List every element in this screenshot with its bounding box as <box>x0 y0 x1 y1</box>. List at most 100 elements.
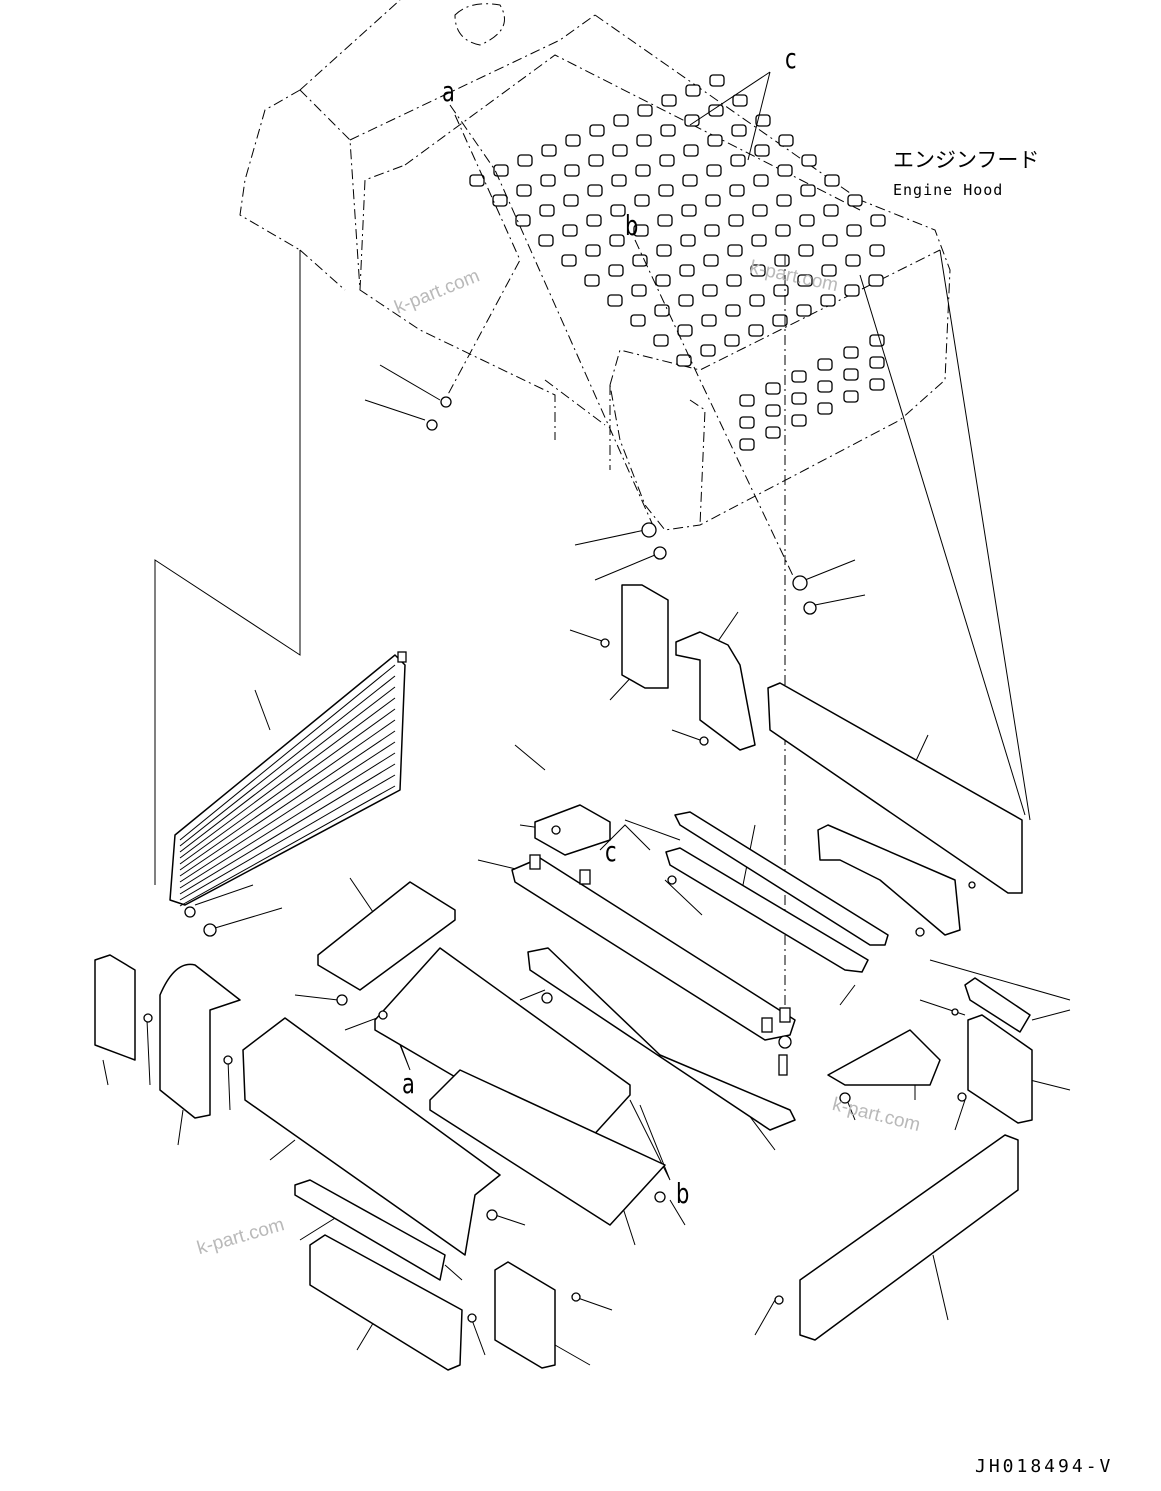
grille-slat <box>179 785 396 907</box>
vent-hole <box>682 174 698 187</box>
vent-hole <box>796 304 812 317</box>
vent-hole <box>777 164 793 177</box>
vent-hole <box>656 244 672 257</box>
vent-hole <box>659 154 675 167</box>
vent-hole <box>587 184 603 197</box>
vent-hole <box>564 164 580 177</box>
vent-hole <box>772 314 788 327</box>
vent-hole <box>661 94 677 107</box>
vent-hole <box>843 346 859 359</box>
vent-hole <box>817 380 833 393</box>
hood-vent-pattern <box>469 74 886 451</box>
vent-hole <box>765 382 781 395</box>
vent-hole <box>701 314 717 327</box>
vent-hole <box>732 94 748 107</box>
vent-hole <box>791 414 807 427</box>
vent-hole <box>632 254 648 267</box>
vent-hole <box>749 294 765 307</box>
vent-hole <box>609 234 625 247</box>
sound-insulation-parts <box>94 584 1033 1371</box>
vent-hole <box>791 370 807 383</box>
vent-hole <box>775 224 791 237</box>
vent-hole <box>492 194 508 207</box>
vent-hole <box>706 164 722 177</box>
fasteners <box>143 396 976 1323</box>
vent-hole <box>679 264 695 277</box>
vent-hole <box>538 234 554 247</box>
vent-hole <box>800 184 816 197</box>
vent-hole <box>748 324 764 337</box>
vent-hole <box>658 184 674 197</box>
vent-hole <box>635 164 651 177</box>
vent-hole <box>517 154 533 167</box>
grille-slat <box>179 752 396 889</box>
vent-hole <box>660 124 676 137</box>
grille-slat <box>179 697 396 859</box>
grille-slat <box>179 686 396 853</box>
side-grille <box>169 651 407 907</box>
vent-hole <box>562 224 578 237</box>
vent-hole <box>739 394 755 407</box>
engine-hood-assembly <box>239 0 951 655</box>
vent-hole <box>469 174 485 187</box>
vent-hole <box>798 244 814 257</box>
vent-hole <box>610 204 626 217</box>
vent-hole <box>685 84 701 97</box>
grille-slat <box>179 708 396 865</box>
vent-hole <box>750 264 766 277</box>
vent-hole <box>705 194 721 207</box>
vent-hole <box>821 264 837 277</box>
vent-hole <box>725 304 741 317</box>
vent-hole <box>677 324 693 337</box>
vent-hole <box>765 426 781 439</box>
drawing-code: JH018494-V <box>975 1456 1114 1477</box>
vent-hole <box>801 154 817 167</box>
vent-hole <box>773 284 789 297</box>
vent-hole <box>631 284 647 297</box>
vent-hole <box>637 104 653 117</box>
vent-hole <box>753 174 769 187</box>
grille-slat <box>179 741 396 883</box>
vent-hole <box>823 204 839 217</box>
vent-hole <box>817 402 833 415</box>
vent-hole <box>704 224 720 237</box>
vent-hole <box>683 144 699 157</box>
vent-hole <box>608 264 624 277</box>
vent-hole <box>845 254 861 267</box>
vent-hole <box>589 124 605 137</box>
vent-hole <box>653 334 669 347</box>
callout-c-mid: c <box>605 835 617 868</box>
vent-hole <box>612 144 628 157</box>
vent-hole <box>728 214 744 227</box>
vent-hole <box>707 134 723 147</box>
vent-hole <box>752 204 768 217</box>
vent-hole <box>655 274 671 287</box>
vent-hole <box>778 134 794 147</box>
grille-slat <box>179 675 396 847</box>
hood-title-jp: エンジンフード <box>893 148 1040 172</box>
vent-hole <box>739 416 755 429</box>
vent-hole <box>844 284 860 297</box>
vent-hole <box>676 354 692 367</box>
vent-hole <box>585 244 601 257</box>
vent-hole <box>724 334 740 347</box>
vent-hole <box>817 358 833 371</box>
vent-hole <box>709 74 725 87</box>
vent-hole <box>726 274 742 287</box>
grille-slat <box>179 763 396 895</box>
vent-hole <box>755 114 771 127</box>
vent-hole <box>634 194 650 207</box>
vent-hole <box>870 214 886 227</box>
callout-a-bottom: a <box>402 1067 415 1100</box>
grille-slat <box>179 664 396 841</box>
vent-hole <box>799 214 815 227</box>
vent-hole <box>729 184 745 197</box>
vent-hole <box>869 356 885 369</box>
vent-hole <box>868 274 884 287</box>
vent-hole <box>702 284 718 297</box>
vent-hole <box>846 224 862 237</box>
vent-hole <box>654 304 670 317</box>
vent-hole <box>611 174 627 187</box>
vent-hole <box>703 254 719 267</box>
vent-hole <box>754 144 770 157</box>
